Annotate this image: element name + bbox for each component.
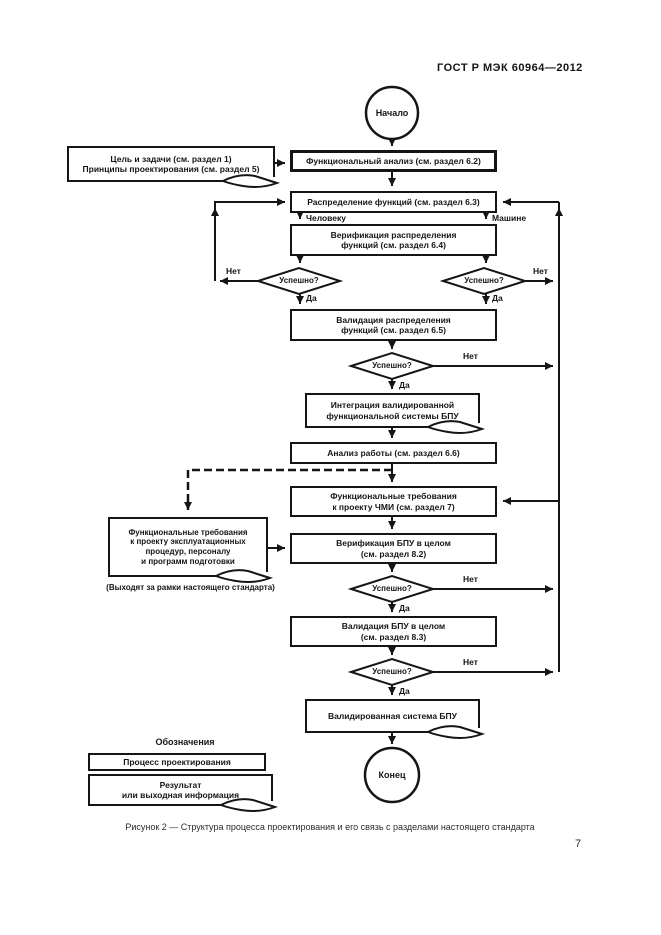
dashed-connector <box>184 468 392 510</box>
start-terminator <box>364 85 420 141</box>
edge-label-yes: Да <box>399 380 410 390</box>
box-validation-mcr: Валидация БПУ в целом (см. раздел 8.3) <box>290 616 497 647</box>
box-validation-allocation: Валидация распределения функций (см. раз… <box>290 309 497 341</box>
edge-label-no: Нет <box>226 266 241 276</box>
figure-caption: Рисунок 2 — Структура процесса проектиро… <box>125 822 535 832</box>
decision-label: Успешно? <box>372 584 412 593</box>
decision-label: Успешно? <box>372 667 412 676</box>
box-validated-system-result: Валидированная система БПУ <box>305 699 480 733</box>
edge-label-yes: Да <box>399 603 410 613</box>
decision-diamond-validation-mcr <box>347 657 437 687</box>
legend-result-box: Результат или выходная информация <box>88 774 273 806</box>
box-hmi-requirements: Функциональные требования к проекту ЧМИ … <box>290 486 497 517</box>
legend-process-box: Процесс проектирования <box>88 753 266 771</box>
box-functional-analysis: Функциональный анализ (см. раздел 6.2) <box>290 150 497 172</box>
connector-lines <box>211 138 563 744</box>
decision-label: Успешно? <box>372 361 412 370</box>
edge-label-no: Нет <box>463 351 478 361</box>
box-verification-mcr: Верификация БПУ в целом (см. раздел 8.2) <box>290 533 497 564</box>
decision-diamond-alloc-machine <box>439 266 529 296</box>
start-label: Начало <box>375 108 409 118</box>
end-terminator <box>363 746 421 804</box>
box-job-analysis: Анализ работы (см. раздел 6.6) <box>290 442 497 464</box>
edge-label-yes: Да <box>492 293 503 303</box>
legend-title: Обозначения <box>155 737 215 747</box>
edge-label-no: Нет <box>463 574 478 584</box>
decision-diamond-validation-alloc <box>347 351 437 381</box>
edge-label-yes: Да <box>399 686 410 696</box>
edge-label-machine: Машине <box>492 213 527 223</box>
box-function-allocation: Распределение функций (см. раздел 6.3) <box>290 191 497 213</box>
edge-label-no: Нет <box>533 266 548 276</box>
decision-diamond-verification-mcr <box>347 574 437 604</box>
page-number: 7 <box>575 838 582 850</box>
box-goals-and-principles: Цель и задачи (см. раздел 1) Принципы пр… <box>67 146 275 182</box>
edge-label-yes: Да <box>306 293 317 303</box>
box-verification-allocation: Верификация распределения функций (см. р… <box>290 224 497 256</box>
box-integration-result: Интеграция валидированной функциональной… <box>305 393 480 428</box>
box-operational-requirements-result: Функциональные требования к проекту эксп… <box>108 517 268 577</box>
decision-diamond-alloc-human <box>254 266 344 296</box>
edge-label-human: Человеку <box>306 213 347 223</box>
decision-label: Успешно? <box>464 276 504 285</box>
decision-label: Успешно? <box>279 276 319 285</box>
edge-label-no: Нет <box>463 657 478 667</box>
out-of-scope-note: (Выходят за рамки настоящего стандарта) <box>106 583 275 592</box>
standard-number-header: ГОСТ Р МЭК 60964—2012 <box>437 62 583 74</box>
end-label: Конец <box>378 770 406 780</box>
